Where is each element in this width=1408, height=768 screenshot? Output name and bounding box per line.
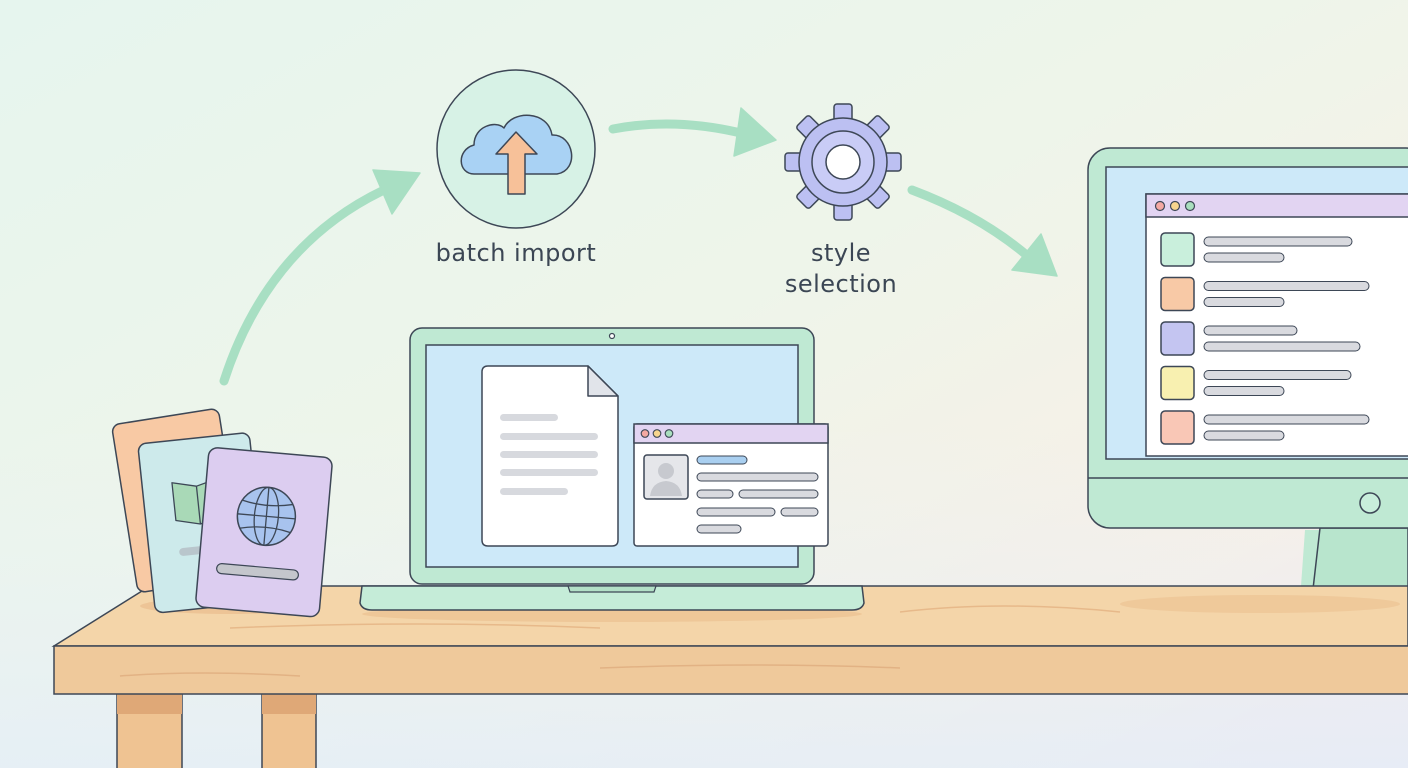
style-label-line2: selection <box>784 270 898 298</box>
webcam-icon <box>608 332 616 340</box>
id-card-window <box>633 423 829 547</box>
output-monitor <box>1087 147 1408 613</box>
step-label-style-selection: style selection <box>760 238 922 300</box>
cloud-upload-icon <box>460 114 573 195</box>
style-option-text-line <box>1203 430 1285 441</box>
style-swatch <box>1160 410 1195 445</box>
desk-front <box>53 645 1408 695</box>
batch-import-label: batch import <box>435 239 597 267</box>
flow-arrow-to-output <box>907 185 1058 277</box>
style-option-text-line <box>1203 341 1361 352</box>
style-swatch <box>1160 276 1195 312</box>
style-swatch <box>1160 232 1195 267</box>
style-option <box>1160 232 1353 267</box>
globe-icon <box>236 486 297 547</box>
style-swatch <box>1160 321 1195 356</box>
style-option-list <box>1160 232 1370 445</box>
style-option-text-line <box>1203 414 1370 425</box>
style-option-text-line <box>1203 297 1285 307</box>
desk <box>51 585 1408 768</box>
gear-icon <box>784 103 902 221</box>
flow-arrow-to-style <box>608 107 777 157</box>
style-option-text-line <box>1203 281 1370 291</box>
style-option-text-line <box>1203 252 1285 263</box>
style-option <box>1160 365 1352 401</box>
style-label-line1: style <box>810 239 872 267</box>
style-option-text-line <box>1203 370 1352 380</box>
style-option <box>1160 276 1370 312</box>
document-icon <box>481 365 619 547</box>
source-documents <box>111 408 333 618</box>
power-button-icon <box>1359 492 1381 514</box>
style-option <box>1160 321 1361 356</box>
laptop <box>359 327 865 622</box>
style-window-titlebar <box>1145 193 1408 218</box>
style-option <box>1160 410 1370 445</box>
style-option-text-line <box>1203 386 1285 396</box>
step-label-batch-import: batch import <box>416 238 616 269</box>
batch-import-badge <box>436 69 596 229</box>
style-swatch <box>1160 365 1195 401</box>
style-option-text-line <box>1203 325 1298 336</box>
flow-arrow-to-import <box>219 169 421 386</box>
style-option-text-line <box>1203 236 1353 247</box>
passport <box>195 447 333 618</box>
